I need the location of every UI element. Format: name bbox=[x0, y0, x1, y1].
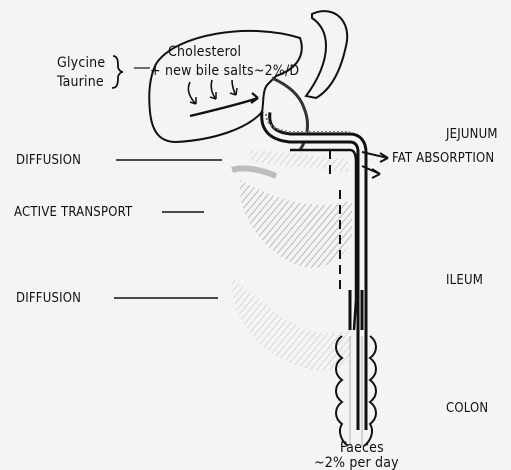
ileum-label: ILEUM bbox=[446, 274, 483, 287]
colon-label: COLON bbox=[446, 402, 488, 415]
upper-diffusion-band bbox=[250, 150, 348, 172]
new-bile-salts-label: + new bile salts~2%/D bbox=[150, 64, 299, 78]
cholesterol-arrow-1 bbox=[188, 82, 196, 104]
diffusion-lower-label: DIFFUSION bbox=[16, 292, 81, 305]
faeces-rate-label: ~2% per day bbox=[314, 456, 399, 470]
cholesterol-label: Cholesterol bbox=[168, 45, 241, 59]
faeces-label: Faeces bbox=[340, 441, 384, 455]
active-transport-label: ACTIVE TRANSPORT bbox=[14, 206, 132, 219]
lower-diffusion-region bbox=[232, 278, 352, 370]
taurine-label: Taurine bbox=[57, 75, 104, 89]
jejunum-label: JEJUNUM bbox=[446, 128, 498, 141]
active-transport-region bbox=[240, 180, 352, 268]
glycine-taurine-brace bbox=[112, 56, 123, 88]
gallbladder-outline bbox=[306, 11, 347, 98]
active-transport-arc bbox=[232, 168, 276, 176]
diffusion-upper-label: DIFFUSION bbox=[16, 154, 81, 167]
glycine-label: Glycine bbox=[57, 56, 105, 70]
fat-absorption-label: FAT ABSORPTION bbox=[392, 152, 494, 165]
cholesterol-arrow-3 bbox=[232, 80, 236, 95]
bile-recycle-arrow bbox=[190, 98, 258, 116]
